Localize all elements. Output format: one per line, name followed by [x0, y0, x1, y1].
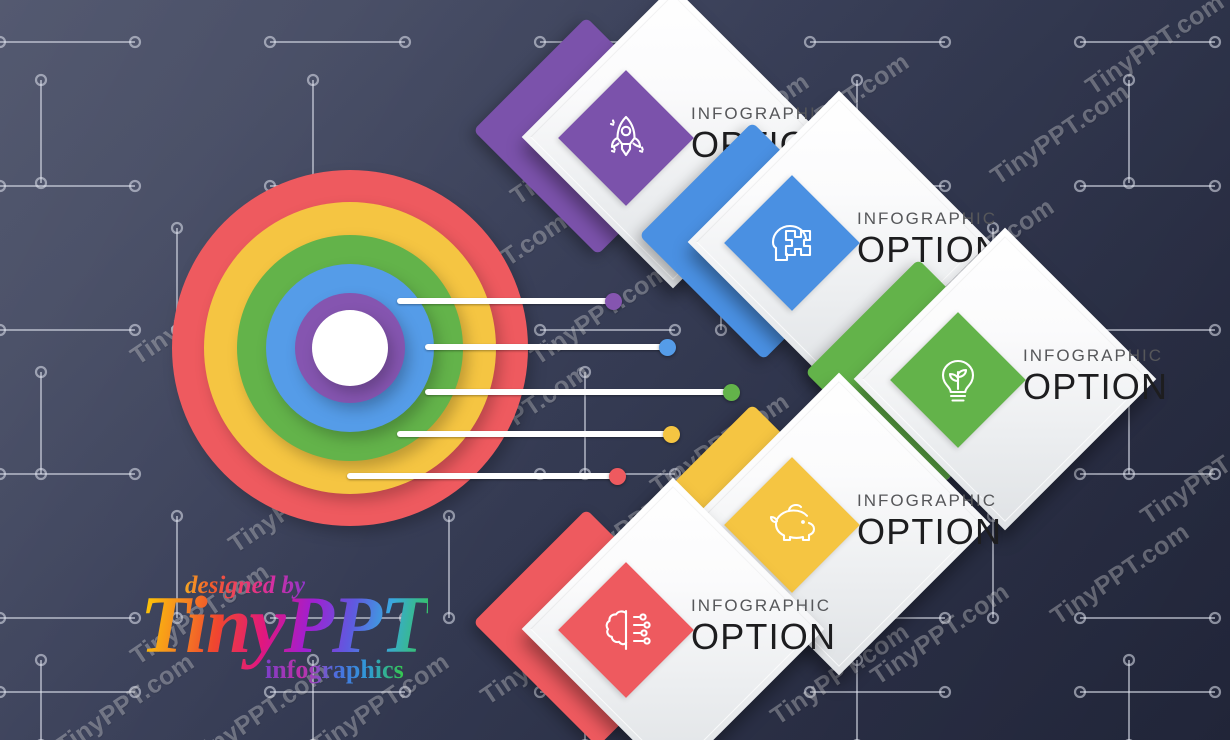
connector-red: [347, 473, 617, 479]
rocket-icon: [558, 70, 694, 206]
connector-yellow-endpoint-dot: [663, 426, 680, 443]
head-puzzle-icon: [724, 175, 860, 311]
connector-blue: [425, 344, 667, 350]
connector-purple: [397, 298, 613, 304]
piggy-bank-icon: [724, 457, 860, 593]
connector-yellow: [397, 431, 671, 437]
connector-green: [425, 389, 731, 395]
center-hub: [312, 310, 388, 386]
connector-red-endpoint-dot: [609, 468, 626, 485]
ai-brain-circuit-icon: [558, 562, 694, 698]
connector-blue-endpoint-dot: [659, 339, 676, 356]
connector-green-endpoint-dot: [723, 384, 740, 401]
connector-purple-endpoint-dot: [605, 293, 622, 310]
eco-lightbulb-icon: [890, 312, 1026, 448]
